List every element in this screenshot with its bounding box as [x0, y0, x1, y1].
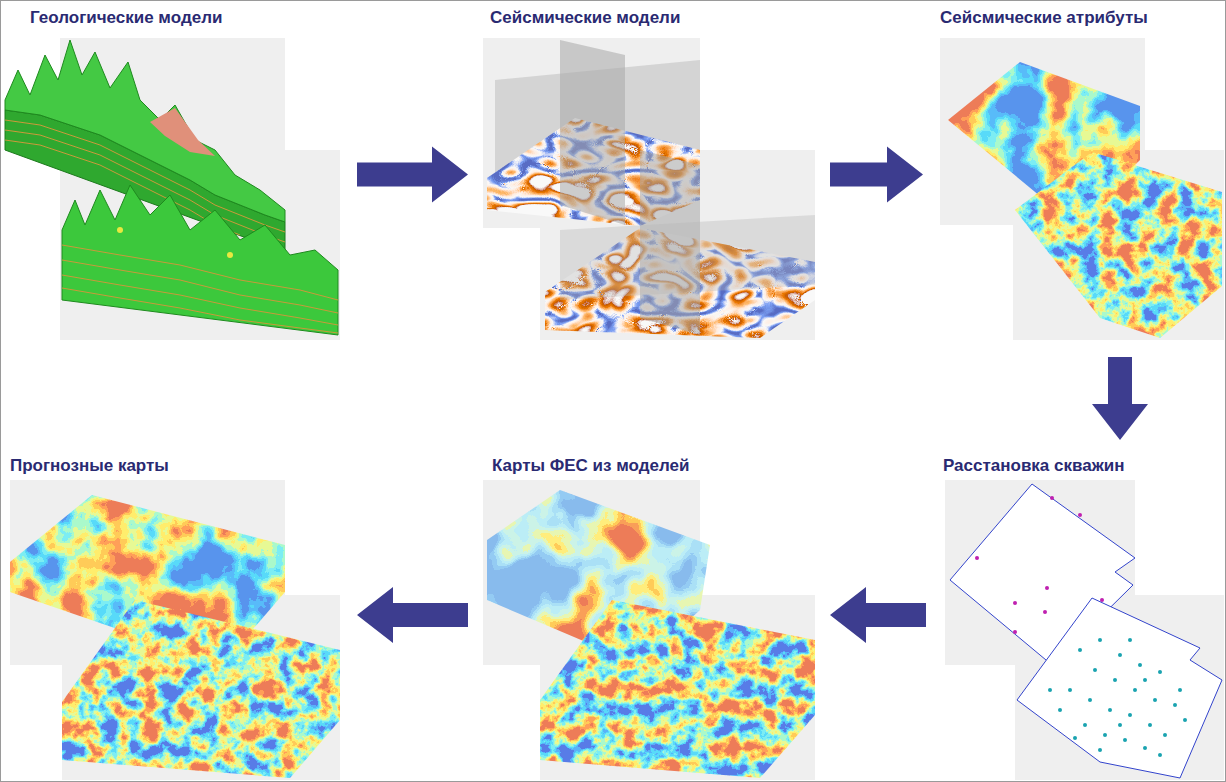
block-arrow	[357, 147, 468, 203]
panel-heading: Прогнозные карты	[10, 456, 169, 476]
panel-heading: Сейсмические атрибуты	[940, 8, 1148, 28]
property-maps-picture	[483, 480, 815, 780]
seismic-attribute-maps	[940, 38, 1224, 340]
geological-model-picture	[5, 38, 340, 340]
block-arrow	[830, 587, 926, 643]
block-arrow	[357, 587, 468, 643]
panel-node: Карты ФЕС из моделей	[480, 452, 818, 778]
panel-node: Расстановка скважин	[938, 452, 1222, 778]
well-layout-picture	[945, 480, 1224, 780]
panel-heading: Карты ФЕС из моделей	[492, 456, 689, 476]
forecast-maps-picture	[10, 480, 340, 780]
panel-node: Сейсмические атрибуты	[935, 4, 1222, 345]
panel-node: Сейсмические модели	[480, 4, 818, 345]
seismic-model-picture	[483, 38, 815, 340]
panel-heading: Геологические модели	[30, 8, 222, 28]
panel-node: Прогнозные карты	[6, 452, 345, 778]
block-arrow	[1092, 357, 1148, 440]
panel-node: Геологические модели	[10, 4, 345, 345]
panel-heading: Расстановка скважин	[943, 456, 1124, 476]
panel-heading: Сейсмические модели	[490, 8, 680, 28]
block-arrow	[830, 147, 923, 203]
